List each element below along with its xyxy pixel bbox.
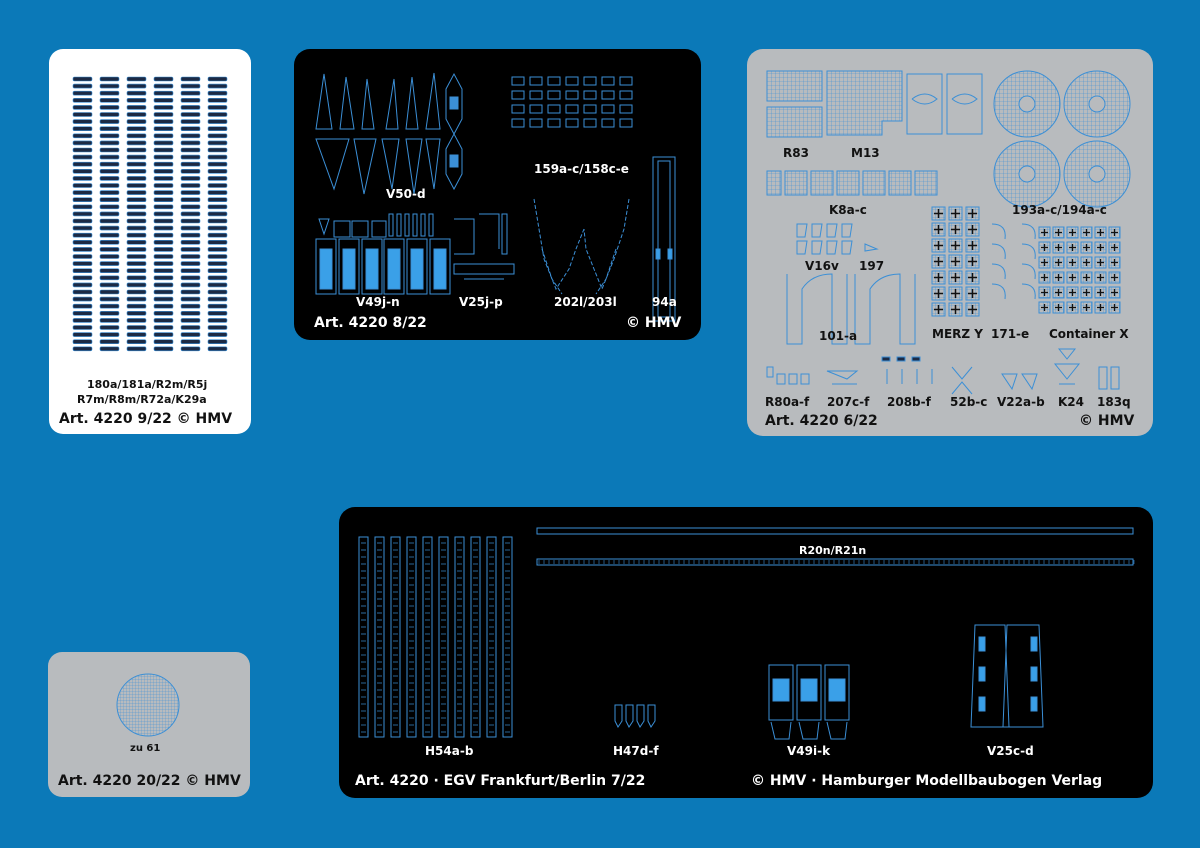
part-label-183: 183q [1097, 395, 1131, 409]
sheet-6-copyright: © HMV [1079, 413, 1135, 429]
part-label-r80: R80a-f [765, 395, 810, 409]
sheet-6-22: R83 M13 K8a-c 193a-c/194a-c V16v 197 101… [747, 49, 1153, 436]
sheet-7-22: R20n/R21n H54a-b H47d-f V49i-k V25c-d Ar… [339, 507, 1153, 798]
sheet-20-22: zu 61 Art. 4220 20/22 © HMV [48, 652, 250, 797]
part-label-k8: K8a-c [829, 203, 867, 217]
part-label-94a: 94a [652, 295, 677, 309]
part-label-207: 207c-f [827, 395, 870, 409]
part-label-159: 159a-c/158c-e [534, 162, 629, 176]
sheet-8-parts-art [315, 72, 676, 322]
sheet-9-22: 180a/181a/R2m/R5j R7m/R8m/R72a/K29a Art.… [49, 49, 251, 434]
part-label-208: 208b-f [887, 395, 931, 409]
sheet-8-article: Art. 4220 8/22 [314, 315, 427, 331]
part-label-v16: V16v [805, 259, 839, 273]
sheet-9-parts-line2: R7m/R8m/R72a/K29a [77, 393, 207, 406]
part-label-merz: MERZ Y [932, 327, 983, 341]
part-label-h54: H54a-b [425, 744, 474, 758]
part-label-r83: R83 [783, 146, 809, 160]
part-label-container: Container X [1049, 327, 1129, 341]
sheet-8-copyright: © HMV [626, 315, 682, 331]
part-label-r20: R20n/R21n [799, 544, 867, 557]
sheet-9-parts-line1: 180a/181a/R2m/R5j [87, 378, 208, 391]
part-label-k24: K24 [1058, 395, 1084, 409]
part-label-v50: V50-d [386, 187, 426, 201]
part-label-193: 193a-c/194a-c [1012, 203, 1107, 217]
part-label-v25cd: V25c-d [987, 744, 1034, 758]
part-label-v49: V49j-n [356, 295, 400, 309]
part-label-171: 171-e [991, 327, 1030, 341]
sheet-20-article: Art. 4220 20/22 © HMV [58, 773, 241, 789]
slot-parts-grid [72, 76, 228, 352]
sheet-9-article: Art. 4220 9/22 © HMV [59, 411, 233, 427]
sheet-6-article: Art. 4220 6/22 [765, 413, 878, 429]
sheet-7-parts-art [358, 527, 1135, 740]
part-label-h47: H47d-f [613, 744, 659, 758]
part-label-101: 101-a [819, 329, 858, 343]
sheet-8-22: V50-d 159a-c/158c-e V49j-n V25j-p 202l/2… [294, 49, 701, 340]
part-label-m13: M13 [851, 146, 880, 160]
sheet-7-article: Art. 4220 · EGV Frankfurt/Berlin 7/22 [355, 773, 646, 789]
part-label-197: 197 [859, 259, 885, 273]
part-label-52: 52b-c [950, 395, 988, 409]
part-label-v22: V22a-b [997, 395, 1045, 409]
part-label-zu61: zu 61 [130, 743, 161, 754]
part-label-v25: V25j-p [459, 295, 503, 309]
part-label-202: 202l/203l [554, 295, 617, 309]
round-mesh-part [116, 673, 180, 737]
sheet-6-parts-art [766, 70, 1131, 395]
sheet-7-publisher: © HMV · Hamburger Modellbaubogen Verlag [751, 773, 1103, 789]
part-label-v49ik: V49i-k [787, 744, 831, 758]
